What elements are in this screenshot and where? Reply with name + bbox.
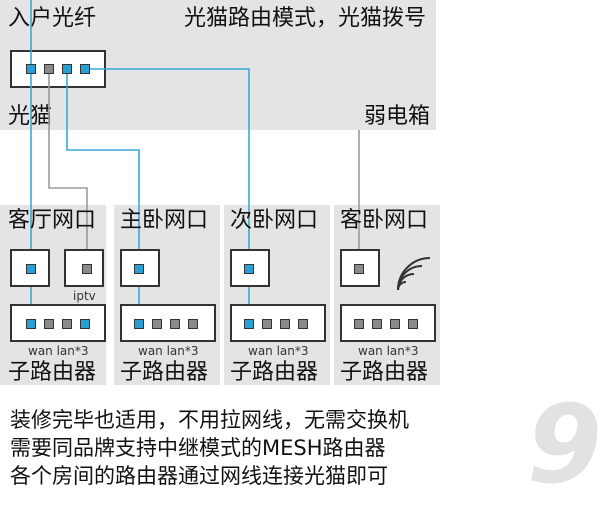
modem-port-3: [62, 64, 72, 74]
router-guest-lan-3: [408, 319, 418, 329]
ports-label-master: wan lan*3: [138, 344, 199, 358]
ports-label-guest: wan lan*3: [358, 344, 419, 358]
router-label-master: 子路由器: [120, 360, 209, 385]
router-living-wan: [26, 319, 36, 329]
sub-router-second: [230, 304, 326, 342]
room-panel-master: [114, 205, 220, 385]
router-guest-lan-1: [372, 319, 382, 329]
room-label-guest: 客卧网口: [340, 208, 429, 233]
sub-router-living: [10, 304, 106, 342]
router-master-wan: [134, 319, 144, 329]
router-living-lan-1: [44, 319, 54, 329]
router-second-wan: [244, 319, 254, 329]
ports-label-second: wan lan*3: [248, 344, 309, 358]
modem-port-1: [26, 64, 36, 74]
wall-socket-guest-port: [354, 264, 364, 274]
description-line-3: 各个房间的路由器通过网线连接光猫即可: [10, 464, 388, 488]
description-line-2: 需要同品牌支持中继模式的MESH路由器: [10, 436, 386, 460]
room-panel-living: [0, 205, 106, 385]
router-second-lan-3: [298, 319, 308, 329]
wall-socket-living-port: [26, 264, 36, 274]
room-label-living: 客厅网口: [8, 208, 97, 233]
iptv-label: iptv: [73, 289, 96, 303]
router-guest-wan: [354, 319, 364, 329]
modem-port-2: [44, 64, 54, 74]
cabinet-label: 弱电箱: [364, 104, 431, 129]
room-panel-second: [224, 205, 330, 385]
cable-iptv: [48, 74, 88, 268]
fiber-input-label: 入户光纤: [8, 6, 97, 31]
wall-socket-master-port: [134, 264, 144, 274]
modem-label: 光猫: [8, 104, 53, 129]
router-second-lan-2: [280, 319, 290, 329]
router-label-guest: 子路由器: [340, 360, 429, 385]
wall-socket-iptv: [64, 249, 104, 287]
room-panel-guest: [334, 205, 440, 385]
wall-socket-iptv-port: [82, 264, 92, 274]
description-line-1: 装修完毕也适用，不用拉网线，无需交换机: [10, 408, 409, 432]
router-label-second: 子路由器: [230, 360, 319, 385]
room-label-master: 主卧网口: [120, 208, 209, 233]
wall-socket-second-port: [244, 264, 254, 274]
wifi-signal-icon: [397, 257, 431, 291]
router-second-lan-1: [262, 319, 272, 329]
page-number: 9: [526, 383, 602, 508]
cable-second: [90, 68, 250, 324]
wall-socket-second: [230, 249, 270, 287]
router-living-lan-2: [62, 319, 72, 329]
router-living-lan-3: [80, 319, 90, 329]
router-master-lan-1: [152, 319, 162, 329]
modem-mode-label: 光猫路由模式，光猫拨号: [184, 6, 427, 31]
router-master-lan-3: [188, 319, 198, 329]
router-label-living: 子路由器: [8, 360, 97, 385]
room-label-second: 次卧网口: [230, 208, 319, 233]
modem-port-4: [80, 64, 90, 74]
router-guest-lan-2: [390, 319, 400, 329]
router-master-lan-2: [170, 319, 180, 329]
cable-master: [66, 74, 140, 324]
ports-label-living: wan lan*3: [28, 344, 89, 358]
